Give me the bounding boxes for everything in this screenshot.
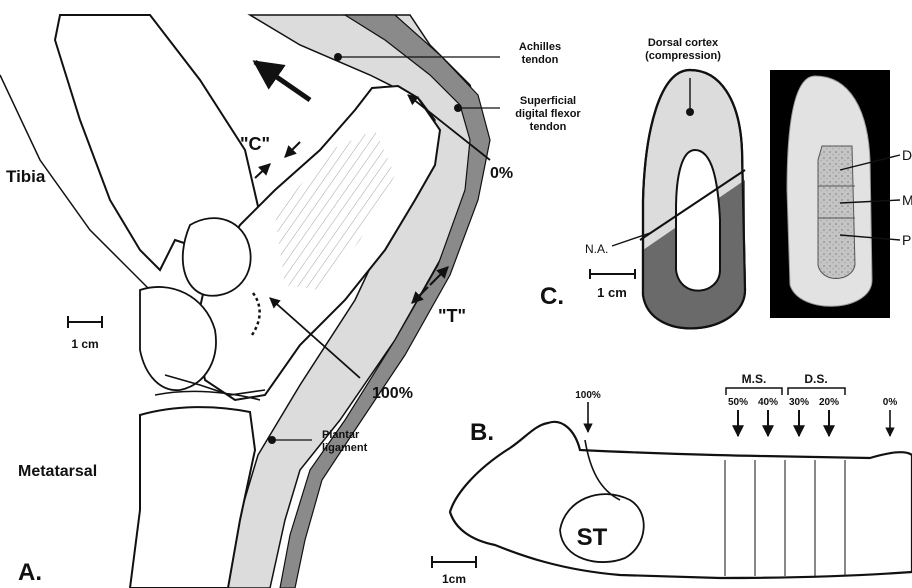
plantar-dot (268, 436, 276, 444)
ds-bracket (788, 388, 845, 395)
panel-a-label: A. (18, 559, 42, 586)
ct-marrow-region (818, 146, 855, 279)
sdf-label-1: Superficial (520, 95, 576, 107)
scale-bar-a (68, 316, 102, 328)
tibia-label: Tibia (6, 167, 46, 186)
tension-label: "T" (438, 306, 466, 326)
sdf-label-3: tendon (530, 121, 567, 133)
hundred-percent-label: 100% (372, 385, 413, 402)
compression-arrow-in-1 (285, 142, 300, 157)
ct-region-m: M (902, 192, 912, 208)
ds-label: D.S. (804, 372, 827, 386)
panel-c: Dorsal cortex (compression) N.A. 1 cm C.… (540, 37, 912, 328)
metatarsal-label: Metatarsal (18, 463, 97, 480)
st-label: ST (577, 524, 608, 551)
panel-b-label: B. (470, 419, 494, 446)
pct-30-label: 30% (789, 397, 809, 408)
panel-c-label: C. (540, 283, 564, 310)
pct-0-label: 0% (883, 397, 898, 408)
sdf-label-2: digital flexor (515, 108, 581, 120)
scale-bar-b (432, 556, 476, 568)
plantar-label-2: ligament (322, 442, 368, 454)
scale-bar-c (590, 269, 635, 279)
zero-percent-label: 0% (490, 165, 513, 182)
tendon-pull-arrow (255, 62, 310, 100)
dorsal-dot (686, 108, 694, 116)
scale-label-b: 1cm (442, 572, 466, 586)
talus-bone (183, 218, 251, 296)
calcaneus-lateral-outline (450, 422, 912, 578)
medullary-cavity (676, 150, 720, 291)
plantar-label-1: Plantar (322, 429, 360, 441)
ms-bracket (726, 388, 782, 395)
pct-20-label: 20% (819, 397, 839, 408)
pct-40-label: 40% (758, 397, 778, 408)
pct-100-label: 100% (575, 390, 601, 401)
dorsal-label-2: (compression) (645, 50, 721, 62)
pct-50-label: 50% (728, 397, 748, 408)
na-label: N.A. (585, 242, 608, 256)
scale-label-c: 1 cm (597, 285, 627, 300)
compression-label: "C" (240, 134, 270, 154)
achilles-label-2: tendon (522, 54, 559, 66)
achilles-label-1: Achilles (519, 41, 561, 53)
ct-region-p: P (902, 232, 911, 248)
scale-label-a: 1 cm (71, 337, 98, 351)
ct-region-d: D (902, 147, 912, 163)
dorsal-label-1: Dorsal cortex (648, 37, 719, 49)
panel-b: ST M.S. D.S. 100% 50% 40% 30% 20% 0% 1 (432, 372, 912, 586)
compression-arrow-in-2 (255, 164, 270, 178)
ms-label: M.S. (742, 372, 767, 386)
achilles-dot (334, 53, 342, 61)
sdf-dot (454, 104, 462, 112)
